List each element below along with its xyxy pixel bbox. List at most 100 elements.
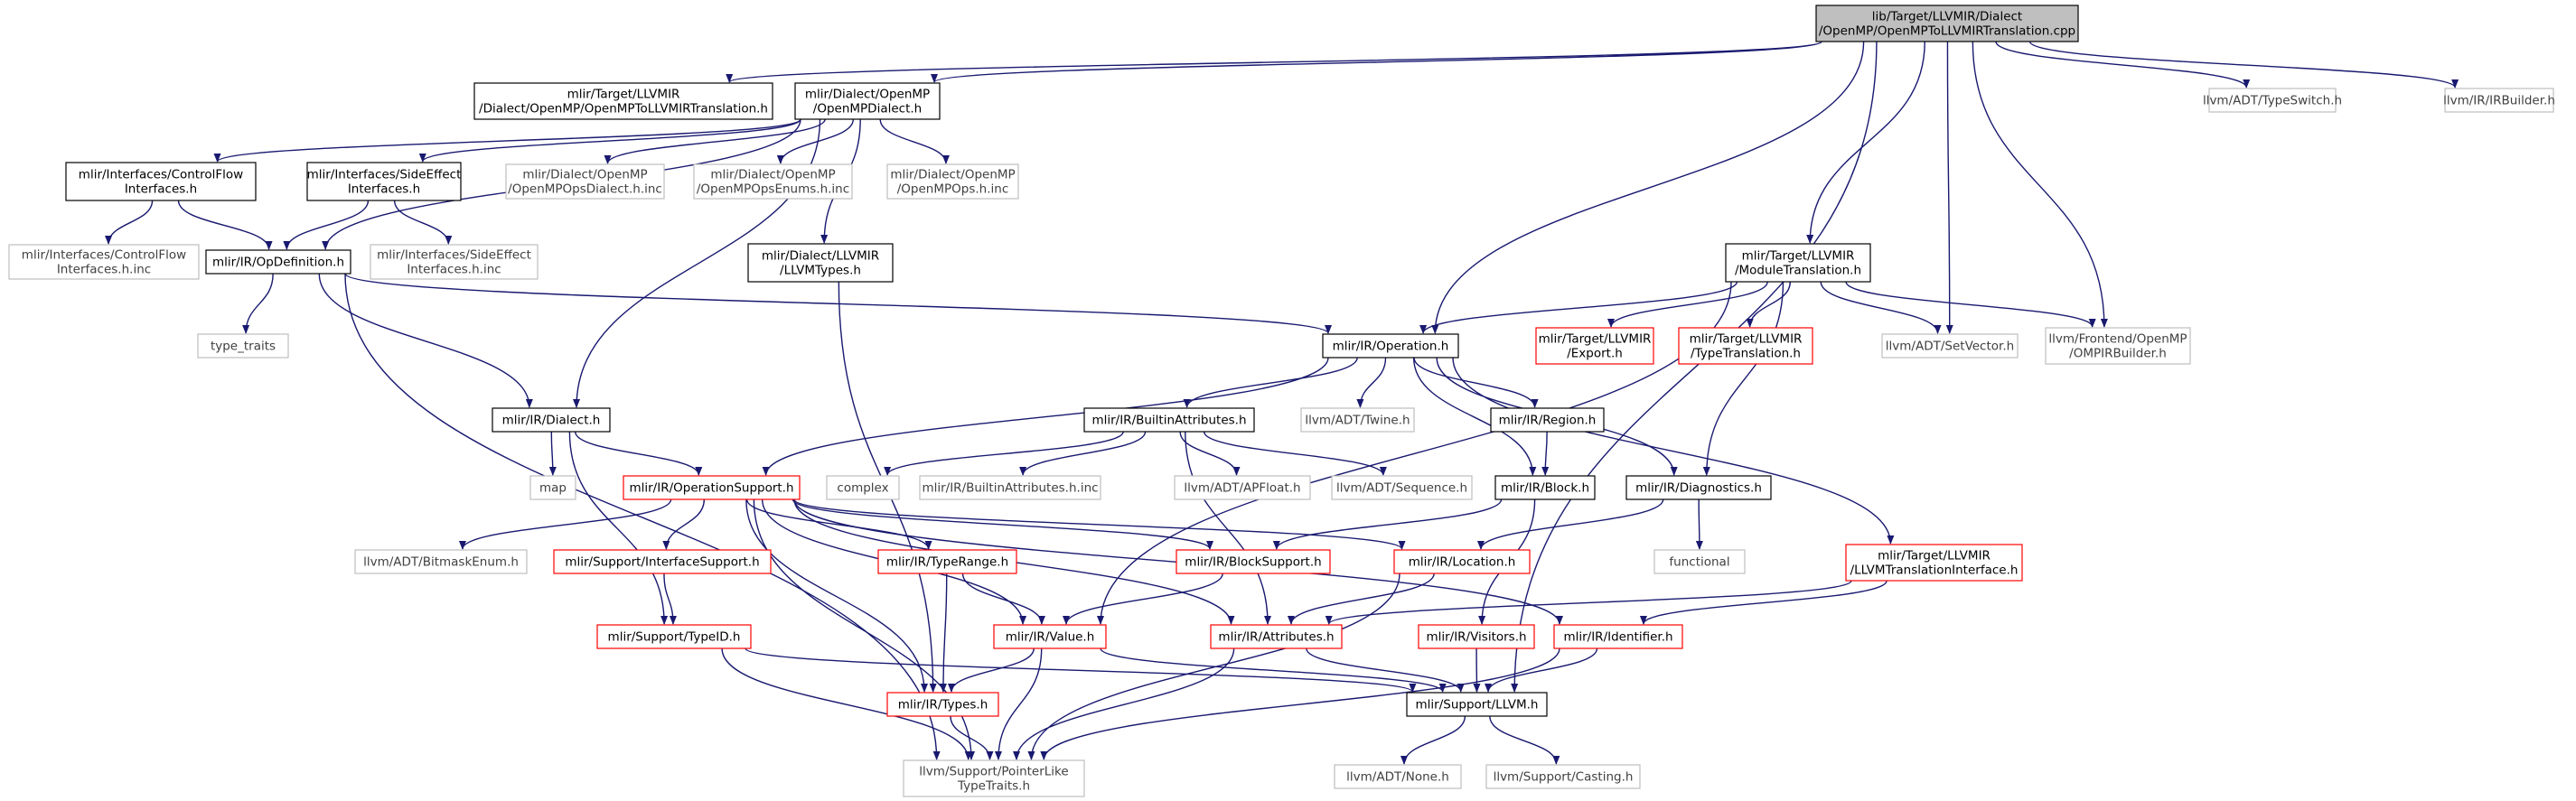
typeid-h-box[interactable] (596, 624, 752, 649)
opsenums-inc-node[interactable]: mlir/Dialect/OpenMP/OpenMPOpsEnums.h.inc (693, 163, 853, 200)
typeid-h-node[interactable]: mlir/Support/TypeID.h (596, 624, 752, 649)
attributes-h-node[interactable]: mlir/IR/Attributes.h (1210, 624, 1343, 649)
dialect-h-node[interactable]: mlir/IR/Dialect.h (492, 407, 611, 433)
ops-inc-box[interactable] (886, 163, 1019, 200)
setvector-h-box[interactable] (1881, 333, 2019, 359)
types-h-box[interactable] (886, 692, 999, 717)
typerange-h-node[interactable]: mlir/IR/TypeRange.h (877, 549, 1017, 574)
opsenums-inc-box[interactable] (693, 163, 853, 200)
llvm-h-node[interactable]: mlir/Support/LLVM.h (1406, 692, 1548, 717)
typetranslation-h-box[interactable] (1678, 327, 1813, 365)
casting-h-node[interactable]: llvm/Support/Casting.h (1485, 764, 1641, 789)
location-h-box[interactable] (1393, 549, 1531, 574)
openmp-dialect-h-node[interactable]: mlir/Dialect/OpenMP/OpenMPDialect.h (794, 82, 941, 120)
sequence-h-node[interactable]: llvm/ADT/Sequence.h (1331, 475, 1473, 500)
irbuilder-h-node[interactable]: llvm/IR/IRBuilder.h (2443, 88, 2555, 113)
bitmaskenum-h-box[interactable] (354, 549, 528, 574)
operation-h-box[interactable] (1322, 333, 1459, 359)
sideeffect-inc-node[interactable]: mlir/Interfaces/SideEffectInterfaces.h.i… (370, 244, 539, 280)
setvector-h-node[interactable]: llvm/ADT/SetVector.h (1881, 333, 2019, 359)
ompirbuilder-h-box[interactable] (2045, 327, 2191, 365)
none-h-node[interactable]: llvm/ADT/None.h (1334, 764, 1462, 789)
builtinattributes-h-box[interactable] (1083, 407, 1255, 433)
moduletranslation-h-node[interactable]: mlir/Target/LLVMIR/ModuleTranslation.h (1725, 243, 1871, 283)
bitmaskenum-h-node[interactable]: llvm/ADT/BitmaskEnum.h (354, 549, 528, 574)
twine-h-box[interactable] (1300, 407, 1415, 433)
identifier-h-box[interactable] (1553, 624, 1683, 649)
builtinattributes-h-node[interactable]: mlir/IR/BuiltinAttributes.h (1083, 407, 1255, 433)
visitors-h-node[interactable]: mlir/IR/Visitors.h (1418, 624, 1535, 649)
opdefinition-h-node[interactable]: mlir/IR/OpDefinition.h (205, 249, 351, 275)
controlflow-inc-box[interactable] (8, 244, 200, 280)
twine-h-node[interactable]: llvm/ADT/Twine.h (1300, 407, 1415, 433)
llvmtypes-h-box[interactable] (747, 243, 894, 283)
ompirbuilder-h-node[interactable]: llvm/Frontend/OpenMP/OMPIRBuilder.h (2045, 327, 2191, 365)
typetranslation-h-node[interactable]: mlir/Target/LLVMIR/TypeTranslation.h (1678, 327, 1813, 365)
operation-h-node[interactable]: mlir/IR/Operation.h (1322, 333, 1459, 359)
llvmtranslationinterface-h-node[interactable]: mlir/Target/LLVMIR/LLVMTranslationInterf… (1845, 544, 2023, 582)
dialect-h-box[interactable] (492, 407, 611, 433)
operationsupport-h-node[interactable]: mlir/IR/OperationSupport.h (623, 475, 801, 500)
functional-box[interactable] (1653, 549, 1746, 574)
types-h-node[interactable]: mlir/IR/Types.h (886, 692, 999, 717)
moduletranslation-h-box[interactable] (1725, 243, 1871, 283)
opsdialect-inc-node[interactable]: mlir/Dialect/OpenMP/OpenMPOpsDialect.h.i… (505, 163, 665, 200)
sequence-h-box[interactable] (1331, 475, 1473, 500)
region-h-node[interactable]: mlir/IR/Region.h (1490, 407, 1605, 433)
identifier-h-node[interactable]: mlir/IR/Identifier.h (1553, 624, 1683, 649)
blocksupport-h-node[interactable]: mlir/IR/BlockSupport.h (1176, 549, 1331, 574)
typeswitch-h-box[interactable] (2208, 88, 2337, 113)
attributes-h-box[interactable] (1210, 624, 1343, 649)
root-node[interactable]: lib/Target/LLVMIR/Dialect/OpenMP/OpenMPT… (1815, 5, 2079, 42)
map-box[interactable] (529, 475, 576, 500)
omp-to-llvmir-h-box[interactable] (473, 82, 773, 120)
typerange-h-box[interactable] (877, 549, 1017, 574)
type-traits-node[interactable]: type_traits (197, 333, 289, 359)
llvmtranslationinterface-h-box[interactable] (1845, 544, 2023, 582)
value-h-node[interactable]: mlir/IR/Value.h (993, 624, 1107, 649)
interfacesupport-h-node[interactable]: mlir/Support/InterfaceSupport.h (553, 549, 772, 574)
blocksupport-h-box[interactable] (1176, 549, 1331, 574)
apfloat-h-node[interactable]: llvm/ADT/APFloat.h (1174, 475, 1311, 500)
irbuilder-h-box[interactable] (2444, 88, 2554, 113)
location-h-node[interactable]: mlir/IR/Location.h (1393, 549, 1531, 574)
sideeffect-inc-box[interactable] (370, 244, 539, 280)
export-h-box[interactable] (1535, 327, 1654, 365)
builtinattributes-inc-box[interactable] (919, 475, 1101, 500)
export-h-node[interactable]: mlir/Target/LLVMIR/Export.h (1535, 327, 1654, 365)
apfloat-h-box[interactable] (1174, 475, 1311, 500)
pointerliketypetraits-h-box[interactable] (903, 759, 1085, 797)
llvm-h-box[interactable] (1406, 692, 1548, 717)
region-h-box[interactable] (1490, 407, 1605, 433)
interfacesupport-h-box[interactable] (553, 549, 772, 574)
opsdialect-inc-box[interactable] (505, 163, 665, 200)
controlflow-inc-node[interactable]: mlir/Interfaces/ControlFlowInterfaces.h.… (8, 244, 200, 280)
casting-h-box[interactable] (1485, 764, 1641, 789)
block-h-node[interactable]: mlir/IR/Block.h (1494, 475, 1596, 500)
typeswitch-h-node[interactable]: llvm/ADT/TypeSwitch.h (2203, 88, 2342, 113)
visitors-h-box[interactable] (1418, 624, 1535, 649)
diagnostics-h-box[interactable] (1625, 475, 1772, 500)
sideeffect-h-box[interactable] (306, 162, 462, 201)
diagnostics-h-node[interactable]: mlir/IR/Diagnostics.h (1625, 475, 1772, 500)
omp-to-llvmir-h-node[interactable]: mlir/Target/LLVMIR/Dialect/OpenMP/OpenMP… (473, 82, 773, 120)
functional-node[interactable]: functional (1653, 549, 1746, 574)
block-h-box[interactable] (1494, 475, 1596, 500)
builtinattributes-inc-node[interactable]: mlir/IR/BuiltinAttributes.h.inc (919, 475, 1101, 500)
complex-node[interactable]: complex (826, 475, 900, 500)
operationsupport-h-box[interactable] (623, 475, 801, 500)
llvmtypes-h-node[interactable]: mlir/Dialect/LLVMIR/LLVMTypes.h (747, 243, 894, 283)
value-h-box[interactable] (993, 624, 1107, 649)
map-node[interactable]: map (529, 475, 576, 500)
none-h-box[interactable] (1334, 764, 1462, 789)
controlflow-h-box[interactable] (65, 162, 257, 201)
ops-inc-node[interactable]: mlir/Dialect/OpenMP/OpenMPOps.h.inc (886, 163, 1019, 200)
openmp-dialect-h-box[interactable] (794, 82, 941, 120)
opdefinition-h-box[interactable] (205, 249, 351, 275)
root-box[interactable] (1815, 5, 2079, 42)
type-traits-box[interactable] (197, 333, 289, 359)
complex-box[interactable] (826, 475, 900, 500)
